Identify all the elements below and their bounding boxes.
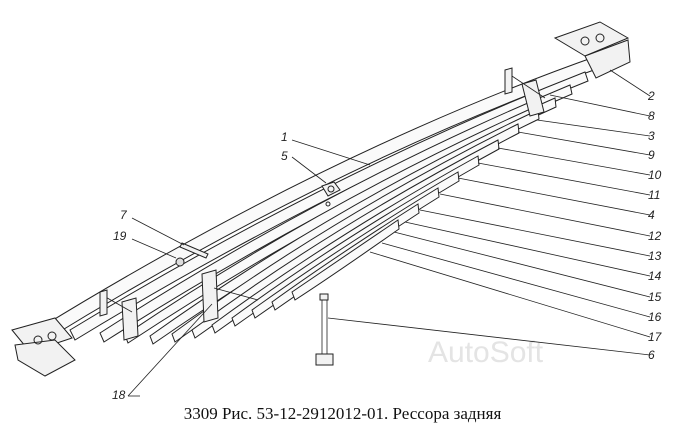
callout-4: 4 — [648, 208, 655, 222]
callout-3: 3 — [648, 129, 655, 143]
callout-18: 18 — [112, 388, 126, 402]
callout-12: 12 — [648, 229, 662, 243]
callout-13: 13 — [648, 249, 662, 263]
callout-1: 1 — [281, 130, 288, 144]
callout-7: 7 — [120, 208, 128, 222]
callout-15: 15 — [648, 290, 662, 304]
callout-17: 17 — [648, 330, 663, 344]
callout-14: 14 — [648, 269, 662, 283]
front-eye-bracket — [11, 317, 76, 377]
leader-lines — [127, 69, 651, 397]
spring-leaves — [39, 54, 606, 345]
long-bolt — [315, 293, 334, 366]
centre-bolt — [321, 181, 341, 207]
callout-6: 6 — [648, 348, 655, 362]
callout-8: 8 — [648, 109, 655, 123]
watermark: AutoSoft — [428, 336, 544, 369]
figure-caption: 3309 Рис. 53-12-2912012-01. Рессора задн… — [183, 404, 502, 423]
callout-labels: 1 5 7 19 18 2 8 3 9 10 11 4 12 13 14 15 … — [112, 89, 663, 402]
callout-2: 2 — [647, 89, 655, 103]
callout-10: 10 — [648, 168, 662, 182]
spring-clamps — [99, 67, 546, 341]
callout-19: 19 — [113, 229, 127, 243]
callout-5: 5 — [281, 149, 288, 163]
callout-9: 9 — [648, 148, 655, 162]
callout-11: 11 — [648, 188, 660, 202]
callout-16: 16 — [648, 310, 662, 324]
rear-eye-bracket — [553, 21, 631, 79]
pin-and-nut — [175, 242, 209, 267]
